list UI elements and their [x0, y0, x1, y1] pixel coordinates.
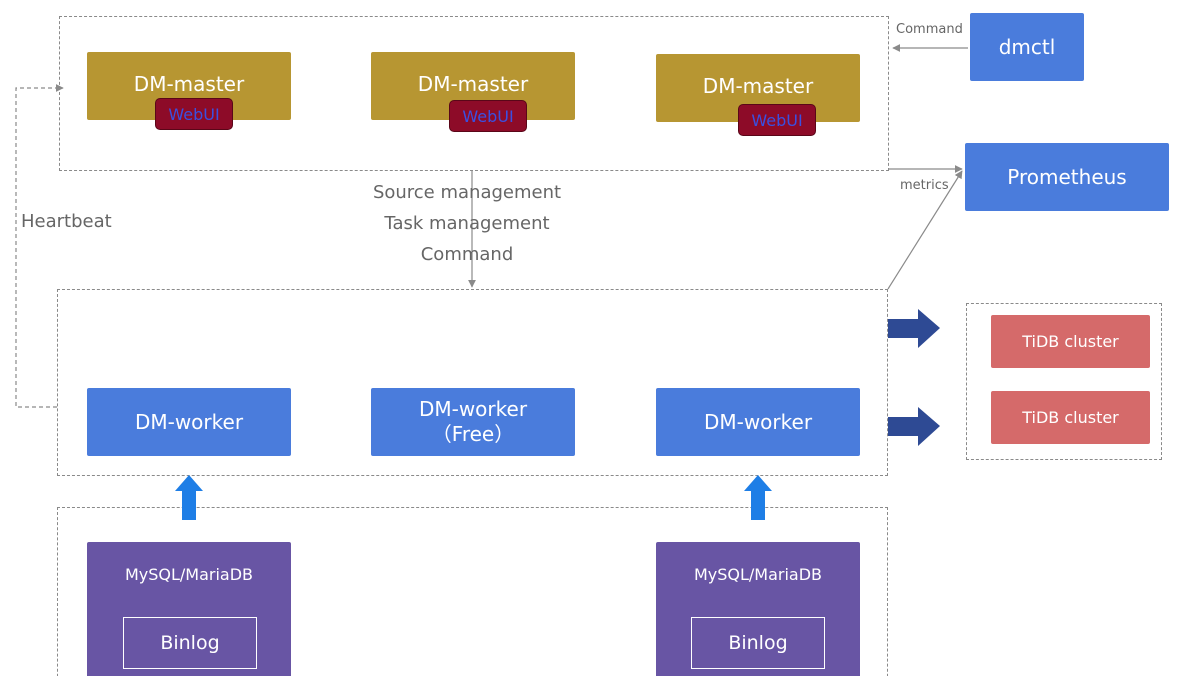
worker-group: [57, 289, 888, 476]
dm-worker-label: DM-worker: [703, 409, 813, 434]
worker-to-tidb-arrow-1: [888, 309, 940, 348]
control-label-command: Command: [420, 244, 514, 265]
metrics-arrow-worker: [887, 170, 963, 290]
heartbeat-label: Heartbeat: [21, 211, 112, 232]
heartbeat-connector: [15, 84, 64, 408]
webui-badge: WebUI: [155, 98, 233, 130]
control-label-task: Task management: [384, 213, 550, 234]
dmctl-box: dmctl: [970, 13, 1084, 81]
metrics-label: metrics: [900, 178, 949, 193]
dm-worker-1: DM-worker: [87, 388, 291, 456]
prometheus-box: Prometheus: [965, 143, 1169, 211]
source-to-worker-arrow-1: [175, 475, 203, 520]
dm-master-label: DM-master: [702, 74, 814, 98]
control-label-source: Source management: [372, 182, 562, 203]
binlog-box: Binlog: [123, 617, 257, 669]
dm-master-2: DM-master: [371, 52, 575, 120]
source-group: [57, 507, 888, 676]
mysql-source-1: MySQL/MariaDB: [87, 542, 291, 676]
master-group: [59, 16, 889, 171]
dm-master-label: DM-master: [133, 72, 245, 96]
dm-worker-label: DM-worker: [134, 409, 244, 434]
binlog-box: Binlog: [691, 617, 825, 669]
dm-worker-2: DM-worker （Free）: [371, 388, 575, 456]
tidb-cluster-2: TiDB cluster: [991, 391, 1150, 444]
webui-badge: WebUI: [738, 104, 816, 136]
command-label: Command: [896, 22, 963, 37]
source-to-worker-arrow-2: [744, 475, 772, 520]
tidb-group: [966, 303, 1162, 460]
mysql-label: MySQL/MariaDB: [693, 565, 823, 584]
mysql-source-2: MySQL/MariaDB: [656, 542, 860, 676]
dm-worker-status: （Free）: [431, 422, 515, 446]
control-labels: Source management Task management Comman…: [332, 177, 602, 270]
dm-worker-label: DM-worker: [418, 397, 528, 421]
mysql-label: MySQL/MariaDB: [124, 565, 254, 584]
tidb-cluster-1: TiDB cluster: [991, 315, 1150, 368]
webui-badge: WebUI: [449, 100, 527, 132]
dm-master-label: DM-master: [417, 72, 529, 96]
worker-to-tidb-arrow-2: [888, 407, 940, 446]
dm-worker-3: DM-worker: [656, 388, 860, 456]
